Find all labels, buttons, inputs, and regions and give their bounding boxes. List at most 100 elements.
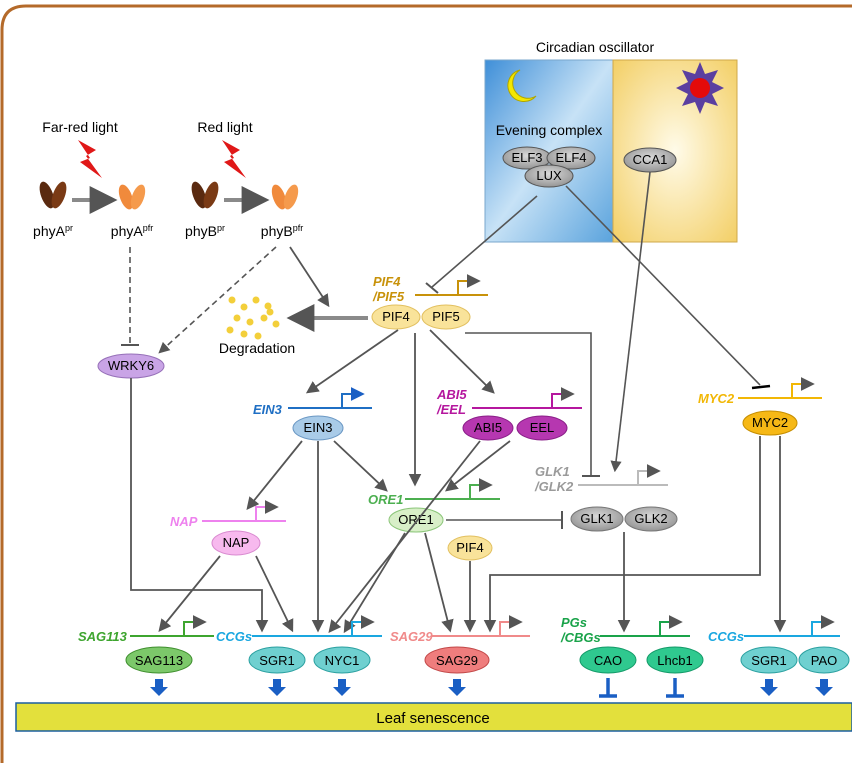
glk2-gene-label: /GLK2 (534, 479, 574, 494)
sgr1-label: SGR1 (259, 653, 294, 668)
cca1-label: CCA1 (633, 152, 668, 167)
sun-icon (676, 62, 724, 114)
lux-protein (524, 164, 574, 188)
lhcb1-label: Lhcb1 (657, 653, 692, 668)
red-light-label: Red light (197, 119, 252, 135)
ore1-sag29-arrow (424, 532, 454, 633)
lux-label: LUX (536, 168, 562, 183)
pif-promoter-arrow (457, 274, 481, 295)
eel-label: EEL (530, 420, 555, 435)
pif5-gene-label: /PIF5 (372, 289, 405, 304)
abi5-ccgs-arrow (328, 440, 481, 633)
phyA-pr-icon (39, 181, 67, 209)
ein3-nap-arrow (246, 440, 303, 510)
ein3-ore1-arrow (333, 440, 388, 492)
sgr1-protein (248, 646, 306, 674)
ec-inhibit-pif-line (431, 195, 538, 288)
evening-complex-label: Evening complex (496, 122, 603, 138)
ore1-label: ORE1 (398, 512, 433, 527)
cca1-glk-arrow (610, 171, 651, 473)
nap-gene-label: NAP (170, 514, 198, 529)
ore1-promoter-arrow (469, 478, 493, 499)
pif5-protein (421, 304, 471, 330)
abi5-label: ABI5 (474, 420, 502, 435)
ccgs-promoter-arrow (351, 615, 375, 636)
inhibit-bar (751, 384, 771, 390)
nap-promoter-arrow (255, 500, 279, 521)
elf4-label: ELF4 (555, 150, 586, 165)
phyA-pfr-label: phyApfr (111, 223, 153, 239)
pif-ein3-arrow (305, 329, 399, 394)
pif4-protein (371, 304, 421, 330)
ccgs2-promoter-arrow (811, 615, 835, 636)
pgs-gene-label: PGs (561, 615, 587, 630)
pgs-promoter-arrow (659, 615, 683, 636)
degradation-dots (226, 296, 280, 340)
nap-label: NAP (223, 535, 250, 550)
myc2-sag29-arrow (483, 436, 761, 633)
phyB-pr-label: phyBpr (185, 223, 225, 239)
abi5-gene-label: ABI5 (436, 387, 467, 402)
circadian-title: Circadian oscillator (536, 39, 655, 55)
inhibit-bar (425, 282, 439, 294)
abi5-protein (462, 415, 514, 441)
moon-icon (507, 69, 537, 102)
sag113-label: SAG113 (135, 653, 183, 668)
frame-border (0, 4, 852, 763)
nyc1-protein (313, 646, 371, 674)
pif-abi5-arrow (429, 329, 495, 394)
sag113-promoter-arrow (183, 615, 207, 636)
myc2-protein (742, 410, 798, 436)
nap-protein (211, 530, 261, 556)
sgr1b-protein (740, 646, 798, 674)
wrky6-ccgs-arrow (130, 378, 269, 633)
ccgs2-gene-label: CCGs (708, 629, 744, 644)
glk-promoter-arrow (637, 464, 661, 485)
elf4-protein (546, 146, 596, 170)
abi5-ore1-arrow (445, 440, 511, 492)
cao-protein (579, 646, 637, 674)
senescence-arrows (150, 679, 833, 696)
eel-gene-label: /EEL (436, 402, 466, 417)
cao-label: CAO (594, 653, 622, 668)
glk2-protein (624, 506, 678, 532)
nap-sag113-arrow (158, 555, 221, 632)
phyB-pfr-icon (271, 184, 299, 210)
ein3-promoter-arrow (341, 387, 365, 408)
sgr1b-label: SGR1 (751, 653, 786, 668)
eel-protein (516, 415, 568, 441)
ein3-protein (292, 415, 344, 441)
ein3-label: EIN3 (304, 420, 333, 435)
pao-protein (798, 646, 850, 674)
phyA-pr-label: phyApr (33, 223, 73, 239)
myc2-gene-label: MYC2 (698, 391, 735, 406)
glk1-gene-label: GLK1 (535, 464, 570, 479)
promote-arrow-icon (760, 679, 778, 696)
pif-glk-line (465, 332, 592, 476)
ore1-ccgs-arrow (343, 532, 406, 634)
sag29-protein (424, 646, 490, 674)
phyB-pfr-label: phyBpfr (261, 223, 303, 239)
ore1-protein (388, 507, 444, 533)
sag113-protein (125, 646, 193, 674)
sag29-gene-label: SAG29 (390, 629, 433, 644)
lhcb1-protein (646, 646, 704, 674)
leaf-senescence-label: Leaf senescence (376, 710, 489, 727)
pif4-gene-label: PIF4 (373, 274, 401, 289)
pif4b-label: PIF4 (456, 540, 483, 555)
glk2-label: GLK2 (634, 511, 667, 526)
sag113-gene-label: SAG113 (78, 629, 128, 644)
leaf-senescence-bar (15, 702, 852, 732)
pif4b-protein (447, 535, 493, 561)
sag29-promoter-arrow (499, 615, 523, 636)
pif4-label: PIF4 (382, 309, 409, 324)
glk1-label: GLK1 (580, 511, 613, 526)
pif5-label: PIF5 (432, 309, 459, 324)
pao-label: PAO (811, 653, 838, 668)
phyB-pr-icon (191, 181, 219, 209)
wrky6-label: WRKY6 (108, 358, 154, 373)
sag29-label: SAG29 (436, 653, 478, 668)
senescence-inhibitors (599, 678, 684, 698)
nap-ccgs-arrow (255, 555, 294, 633)
